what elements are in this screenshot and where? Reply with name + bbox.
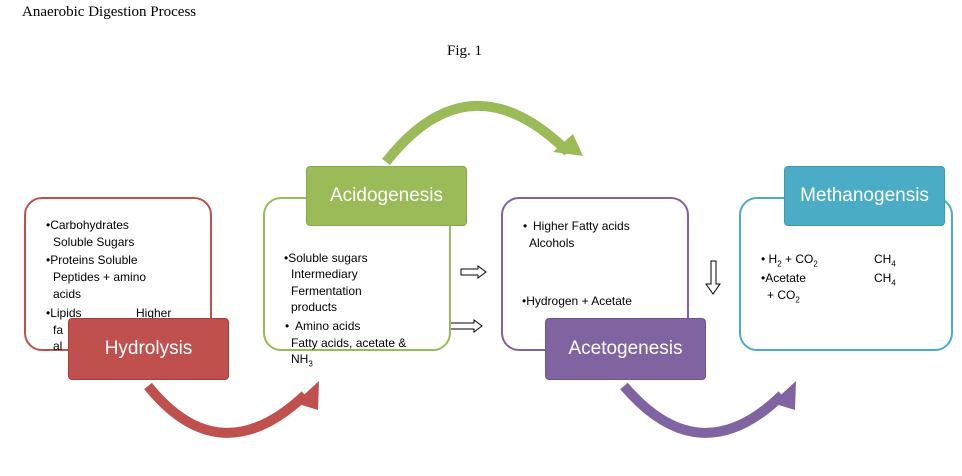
acidogenesis-text-products: products bbox=[291, 300, 338, 314]
hydrolysis-text-carbohydrates: •Carbohydrates bbox=[46, 218, 129, 232]
acetogenesis-label: Acetogenesis bbox=[545, 318, 706, 380]
acidogenesis-text-fermentation: Fermentation bbox=[291, 284, 362, 298]
curved-arrow-purple bbox=[620, 382, 786, 438]
acetogenesis-text-alcohols: Alcohols bbox=[529, 236, 575, 250]
curved-arrow-red bbox=[144, 382, 309, 438]
acidogenesis-text-intermediary: Intermediary bbox=[291, 267, 358, 281]
curved-arrow-green bbox=[382, 101, 572, 166]
hollow-arrow-5 bbox=[449, 319, 483, 333]
acidogenesis-text-soluble-sugars: •Soluble sugars bbox=[284, 251, 368, 265]
hydrolysis-text-fa: fa bbox=[53, 323, 64, 337]
acidogenesis-text-bullet: • bbox=[285, 319, 290, 333]
hydrolysis-text-peptides: Peptides + amino bbox=[53, 270, 147, 284]
hollow-arrow-4 bbox=[460, 265, 487, 279]
methanogenesis-text-acetate: •Acetate bbox=[761, 271, 806, 285]
hydrolysis-text-soluble-sugars: Soluble Sugars bbox=[53, 235, 135, 249]
document-title: Anaerobic Digestion Process bbox=[22, 4, 197, 20]
acidogenesis-text-nh3: NH3 bbox=[291, 352, 313, 369]
hydrolysis-label: Hydrolysis bbox=[68, 318, 229, 380]
acidogenesis-text-amino-acids: Amino acids bbox=[295, 319, 361, 333]
acidogenesis-text-fatty-acids: Fatty acids, acetate & bbox=[291, 336, 407, 350]
curved-arrow-green-head bbox=[553, 134, 583, 156]
methanogenesis-text-h2-co2: • H2 + CO2 bbox=[761, 252, 818, 269]
hydrolysis-text-proteins: •Proteins Soluble bbox=[46, 253, 138, 267]
methanogenesis-text-ch4-2: CH4 bbox=[874, 271, 896, 288]
acetogenesis-text-hydrogen-acetate: •Hydrogen + Acetate bbox=[522, 294, 632, 308]
hydrolysis-text-lipids: •Lipids bbox=[46, 306, 82, 320]
figure-label: Fig. 1 bbox=[447, 43, 483, 59]
curved-arrow-red-head bbox=[295, 381, 319, 410]
hydrolysis-text-acids: acids bbox=[53, 287, 82, 301]
acetogenesis-text-higher-fatty-acids: Higher Fatty acids bbox=[533, 219, 630, 233]
hydrolysis-text-higher: Higher bbox=[136, 306, 172, 320]
hollow-arrow-down bbox=[705, 260, 721, 295]
acetogenesis-text-bullet: • bbox=[523, 219, 528, 233]
acidogenesis-label: Acidogenesis bbox=[306, 166, 467, 226]
methanogenesis-label: Methanogensis bbox=[784, 166, 945, 226]
curved-arrow-purple-head bbox=[772, 381, 796, 410]
methanogenesis-text-co2: + CO2 bbox=[767, 288, 800, 305]
methanogenesis-text-ch4-1: CH4 bbox=[874, 252, 896, 269]
hydrolysis-text-al: al bbox=[53, 339, 63, 353]
